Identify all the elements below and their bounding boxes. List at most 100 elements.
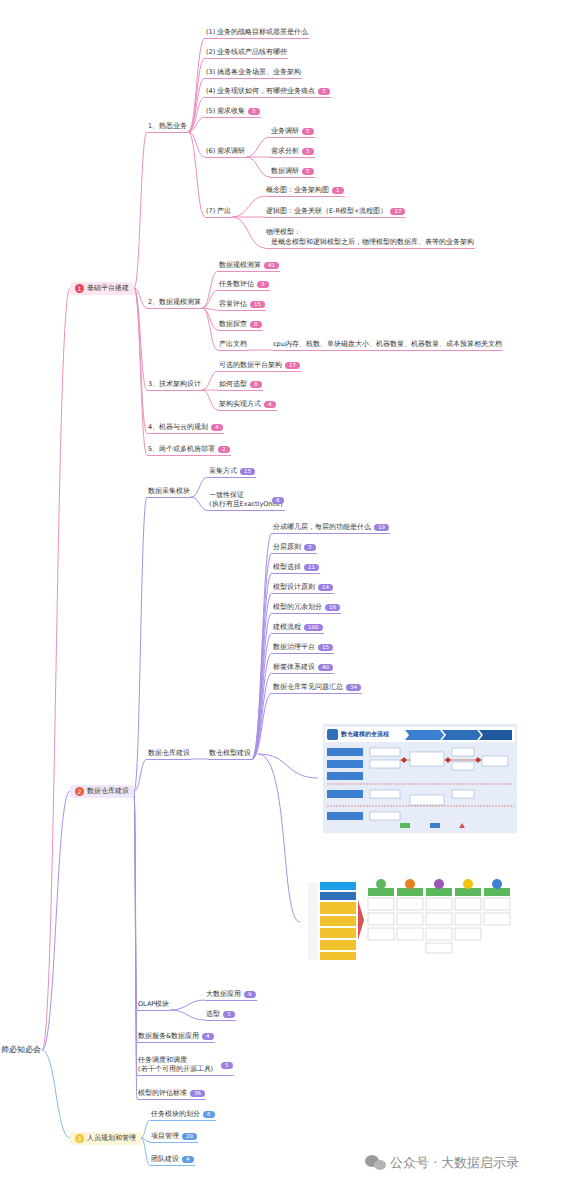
- count-badge: 40: [318, 664, 333, 671]
- topic-text: 一致性保证 (执行有且ExactlyOnce): [209, 491, 269, 509]
- root-topic: 师必知必会: [0, 1045, 42, 1055]
- count-badge: 41: [264, 262, 279, 269]
- branch-connector: [232, 196, 265, 217]
- topic-text: 容量评估: [219, 300, 247, 309]
- sub-topic: (1) 业务的战略目标或愿景是什么: [205, 28, 309, 39]
- count-badge: 19: [374, 524, 389, 531]
- topic-text: 物理模型：: [266, 228, 301, 237]
- topic-text: (1) 业务的战略目标或愿景是什么: [206, 28, 308, 37]
- sub-topic: 业务调研5: [270, 127, 315, 138]
- sub-topic: 建模流程100: [272, 623, 324, 634]
- count-badge: 15: [250, 301, 265, 308]
- branch-connector: [202, 371, 218, 390]
- sub-topic: 采集方式15: [208, 467, 256, 478]
- topic-text: 需求分析: [271, 147, 299, 156]
- flow-illustration: [323, 724, 517, 833]
- branch-connector: [246, 137, 270, 157]
- branch-connector: [252, 673, 272, 759]
- sub-topic: 4、机器与云的规划4: [147, 423, 224, 434]
- branch-connector: [252, 593, 272, 759]
- topic-text: 1、熟悉业务: [148, 122, 187, 131]
- topic-text: 数据规模测算: [219, 261, 261, 270]
- count-badge: 8: [250, 321, 262, 328]
- topic-text: 任务模块的划分: [151, 1110, 200, 1119]
- count-badge: 5: [248, 108, 260, 115]
- count-badge: 6: [203, 1111, 215, 1118]
- topic-text: 基础平台搭建: [87, 284, 129, 293]
- topic-icon: 3: [75, 1134, 84, 1143]
- branch-connector: [134, 497, 147, 791]
- topic-text: (3) 搞透各业务场景、业务架构: [206, 68, 301, 77]
- sub-topic: 1、熟悉业务: [147, 122, 188, 133]
- topic-icon: 1: [75, 284, 84, 293]
- branch-connector: [188, 132, 205, 217]
- sub-topic: (4) 业务现状如何，有哪些业务痛点5: [205, 87, 331, 98]
- layer-illustration: [305, 878, 517, 963]
- sub-topic: 产出文档: [218, 340, 248, 351]
- topic-text: (6) 需求调研: [206, 147, 245, 156]
- branch-connector: [141, 1138, 150, 1165]
- topic-text: 标签体系建设: [273, 663, 315, 672]
- branch-connector: [202, 390, 218, 410]
- branch-connector: [134, 132, 147, 288]
- topic-text: 是概念模型和逻辑模型之后，物理模型的数据库、表等的业务架构: [266, 238, 474, 247]
- branch-connector: [141, 1120, 150, 1138]
- topic-text: OLAP模块: [138, 1000, 169, 1009]
- topic-text: 概念图：业务架构图: [266, 186, 329, 195]
- topic-text: 数据服务&数据应用: [138, 1032, 199, 1041]
- topic-text: 数据仓库建设: [87, 787, 129, 796]
- topic-text: 数仓模型建设: [209, 749, 251, 758]
- topic-text: 数据仓库常见问题汇总: [273, 683, 343, 692]
- branch-connector: [202, 271, 218, 308]
- topic-text: (4) 业务现状如何，有哪些业务痛点: [206, 87, 315, 96]
- branch-connector: [232, 217, 265, 218]
- topic-text: 数据治理平台: [273, 643, 315, 652]
- topic-text: 数据调研: [271, 167, 299, 176]
- topic-text: 可选的数据平台架构: [219, 361, 282, 370]
- sub-topic: 架构实现方式4: [218, 400, 277, 411]
- branch-connector: [170, 1000, 205, 1010]
- topic-text: 分成哪几层，每层的功能是什么: [273, 523, 371, 532]
- topic-text: cpu内存、核数、单块磁盘大小、机器数量、机器数量、成本预算相关文档: [273, 340, 502, 349]
- sub-topic: OLAP模块: [137, 1000, 170, 1011]
- branch-connector: [42, 288, 70, 1050]
- sub-topic: 如何选型8: [218, 380, 263, 391]
- count-badge: 100: [304, 624, 323, 631]
- topic-text: (7) 产出: [206, 207, 231, 216]
- topic-text: 任务调度和调度 (若干个可用的开源工具): [138, 1056, 218, 1074]
- sub-topic: 分层原则3: [272, 543, 317, 554]
- branch-connector: [42, 791, 70, 1050]
- topic-text: 模型的冗余划分: [273, 603, 322, 612]
- main-topic: 2数据仓库建设: [70, 785, 134, 798]
- topic-text: (2) 业务线或产品线有哪些: [206, 48, 287, 57]
- leader-line: [258, 754, 318, 778]
- topic-text: 数据采集模块: [148, 487, 190, 496]
- topic-text: 团队建设: [151, 1155, 179, 1164]
- count-badge: 4: [211, 424, 223, 431]
- sub-topic: cpu内存、核数、单块磁盘大小、机器数量、机器数量、成本预算相关文档: [272, 340, 503, 351]
- branch-connector: [252, 613, 272, 759]
- count-badge: 4: [202, 1033, 214, 1040]
- topic-text: 5、两个或多机房部署: [148, 445, 215, 454]
- sub-topic: 数据探查8: [218, 320, 263, 331]
- branch-connector: [232, 217, 265, 248]
- count-badge: 8: [272, 497, 284, 504]
- topic-icon: 2: [75, 787, 84, 796]
- sub-topic: 分成哪几层，每层的功能是什么19: [272, 523, 390, 534]
- sub-topic: (5) 需求收集5: [205, 107, 261, 118]
- sub-topic: (3) 搞透各业务场景、业务架构: [205, 68, 302, 79]
- branch-connector: [191, 497, 208, 511]
- sub-topic: 模型选择11: [272, 563, 320, 574]
- count-badge: 5: [318, 88, 330, 95]
- sub-topic: 任务数评估3: [218, 280, 270, 291]
- topic-text: 架构实现方式: [219, 400, 261, 409]
- branch-connector: [134, 759, 147, 791]
- topic-text: 3、技术架构设计: [148, 380, 201, 389]
- topic-text: 模型设计原则: [273, 583, 315, 592]
- sub-topic: 概念图：业务架构图1: [265, 186, 345, 197]
- count-badge: 5: [302, 148, 314, 155]
- topic-text: 业务调研: [271, 127, 299, 136]
- branch-connector: [188, 78, 205, 132]
